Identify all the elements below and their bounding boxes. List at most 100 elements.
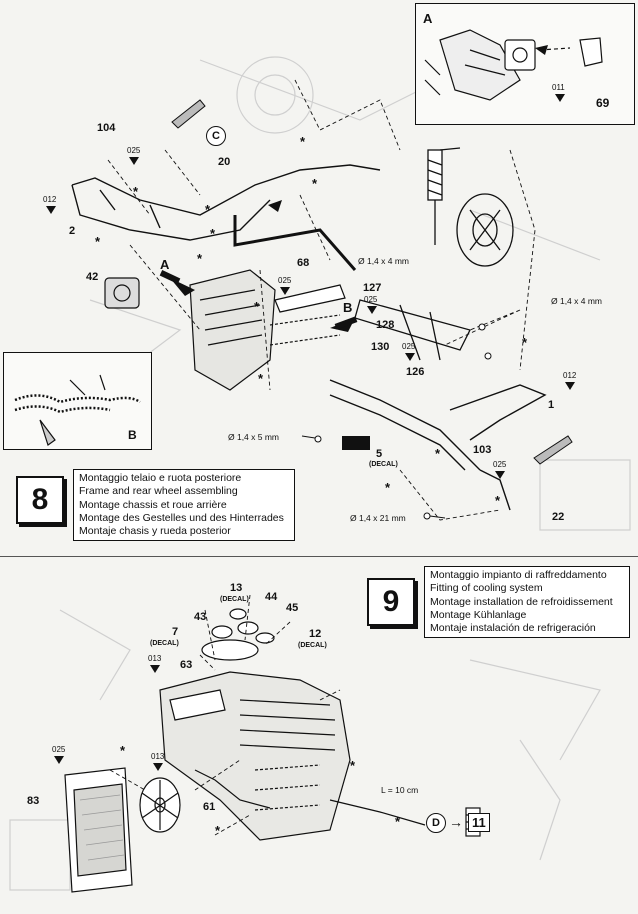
code-012-label: 012 xyxy=(563,371,577,380)
hose-length-label: L = 10 cm xyxy=(381,785,419,795)
cooling-engine-drawing xyxy=(159,671,351,841)
part-20-label: 20 xyxy=(218,156,231,168)
part-126-label: 126 xyxy=(406,366,425,378)
svg-text:*: * xyxy=(215,823,221,838)
code-011-label: 011 xyxy=(552,83,565,92)
callout-a-letter: A xyxy=(160,257,170,272)
part-104-label: 104 xyxy=(97,122,116,134)
instruction-line: Montaje instalación de refrigeración xyxy=(430,622,596,635)
dimension-label: Ø 1,4 x 5 mm xyxy=(228,432,280,442)
gauge-cluster-drawing xyxy=(201,608,275,661)
part-83-label: 83 xyxy=(27,795,40,807)
part-130-label: 130 xyxy=(371,341,390,353)
svg-text:*: * xyxy=(522,335,528,350)
code-012-triangle xyxy=(46,206,56,214)
code-013-label: 013 xyxy=(151,752,165,761)
instruction-line: Montaggio impianto di raffreddamento xyxy=(430,569,607,581)
part-68-label: 68 xyxy=(297,257,310,269)
decal-icon xyxy=(342,436,370,450)
instruction-line: Montage des Gestelles und des Hinterrade… xyxy=(79,511,284,524)
instruction-line: Frame and rear wheel assembling xyxy=(79,485,238,498)
code-012-triangle xyxy=(565,382,575,390)
code-025-triangle xyxy=(54,756,64,764)
svg-text:*: * xyxy=(312,176,318,191)
dimension-label: Ø 1,4 x 21 mm xyxy=(350,513,406,523)
part-63-label: 63 xyxy=(180,659,193,671)
inset-a-letter: A xyxy=(423,11,433,26)
code-025-triangle xyxy=(280,287,290,295)
svg-text:*: * xyxy=(210,226,216,241)
step-9-number: 9 xyxy=(367,578,415,626)
svg-text:*: * xyxy=(120,743,126,758)
part-13-label: 13 xyxy=(230,582,243,594)
part-1-label: 1 xyxy=(548,399,555,411)
part-128-label: 128 xyxy=(376,319,395,331)
code-025-triangle xyxy=(367,306,377,314)
part-5-label: 5 xyxy=(376,448,383,460)
instruction-line: Montaggio telaio e ruota posteriore xyxy=(79,472,242,484)
ref-arrow: → xyxy=(449,814,463,830)
svg-text:*: * xyxy=(197,251,203,266)
svg-text:*: * xyxy=(133,184,139,199)
code-025-label: 025 xyxy=(127,146,141,155)
part-7-label: 7 xyxy=(172,626,179,638)
part-127-label: 127 xyxy=(363,282,382,294)
code-025-triangle xyxy=(129,157,139,165)
part-2-label: 2 xyxy=(69,225,76,237)
part-42-label: 42 xyxy=(86,271,99,283)
code-025-label: 025 xyxy=(402,342,416,351)
ref-circle-d: D xyxy=(426,813,446,833)
code-013-label: 013 xyxy=(148,654,162,663)
radiator-drawing xyxy=(64,767,133,893)
callout-b-letter: B xyxy=(343,300,353,315)
part-22-label: 22 xyxy=(552,511,565,523)
step-8-number: 8 xyxy=(16,476,64,524)
code-025-label: 025 xyxy=(493,460,507,469)
svg-text:*: * xyxy=(435,446,441,461)
decal-label: (DECAL) xyxy=(298,642,327,649)
ref-step-box: 11 xyxy=(468,813,490,832)
svg-text:*: * xyxy=(300,134,306,149)
part-69-label: 69 xyxy=(596,96,610,110)
part-43-label: 43 xyxy=(194,611,207,623)
rear-wheel-drawing xyxy=(456,193,514,267)
callout-c: C xyxy=(206,126,226,146)
code-011-triangle xyxy=(555,94,565,102)
code-012-label: 012 xyxy=(43,195,57,204)
code-025-triangle xyxy=(405,353,415,361)
svg-text:*: * xyxy=(350,758,356,773)
instruction-line: Montage chassis et roue arrière xyxy=(79,498,227,511)
svg-text:*: * xyxy=(205,202,211,217)
instruction-line: Montage installation de refroidissement xyxy=(430,595,613,608)
part-12-label: 12 xyxy=(309,628,322,640)
decal-label: (DECAL) xyxy=(150,640,179,647)
inset-b-letter: B xyxy=(128,428,137,442)
inset-b-panel xyxy=(3,352,152,450)
code-013-triangle xyxy=(150,665,160,673)
instruction-line: Montage Kühlanlage xyxy=(430,608,527,621)
frame-drawing xyxy=(71,164,547,511)
dimension-label: Ø 1,4 x 4 mm xyxy=(358,256,410,266)
svg-text:*: * xyxy=(495,493,501,508)
code-013-triangle xyxy=(153,763,163,771)
fan-drawing xyxy=(139,777,181,833)
code-025-label: 025 xyxy=(52,745,66,754)
instruction-line: Fitting of cooling system xyxy=(430,582,543,595)
code-025-label: 025 xyxy=(278,276,292,285)
part-61-label: 61 xyxy=(203,801,216,813)
step-8-instructions: Montaggio telaio e ruota posteriore Fram… xyxy=(73,469,295,542)
instruction-line: Montaje chasis y rueda posterior xyxy=(79,525,231,538)
part-44-label: 44 xyxy=(265,591,278,603)
dimension-label: Ø 1,4 x 4 mm xyxy=(551,296,603,306)
engine-drawing xyxy=(104,269,276,391)
part-45-label: 45 xyxy=(286,602,299,614)
svg-text:*: * xyxy=(395,814,401,829)
part-103-label: 103 xyxy=(473,444,492,456)
svg-text:*: * xyxy=(258,371,264,386)
section-divider xyxy=(0,556,638,557)
svg-text:*: * xyxy=(385,480,391,495)
decal-label: (DECAL) xyxy=(369,461,398,468)
svg-text:*: * xyxy=(254,299,260,314)
